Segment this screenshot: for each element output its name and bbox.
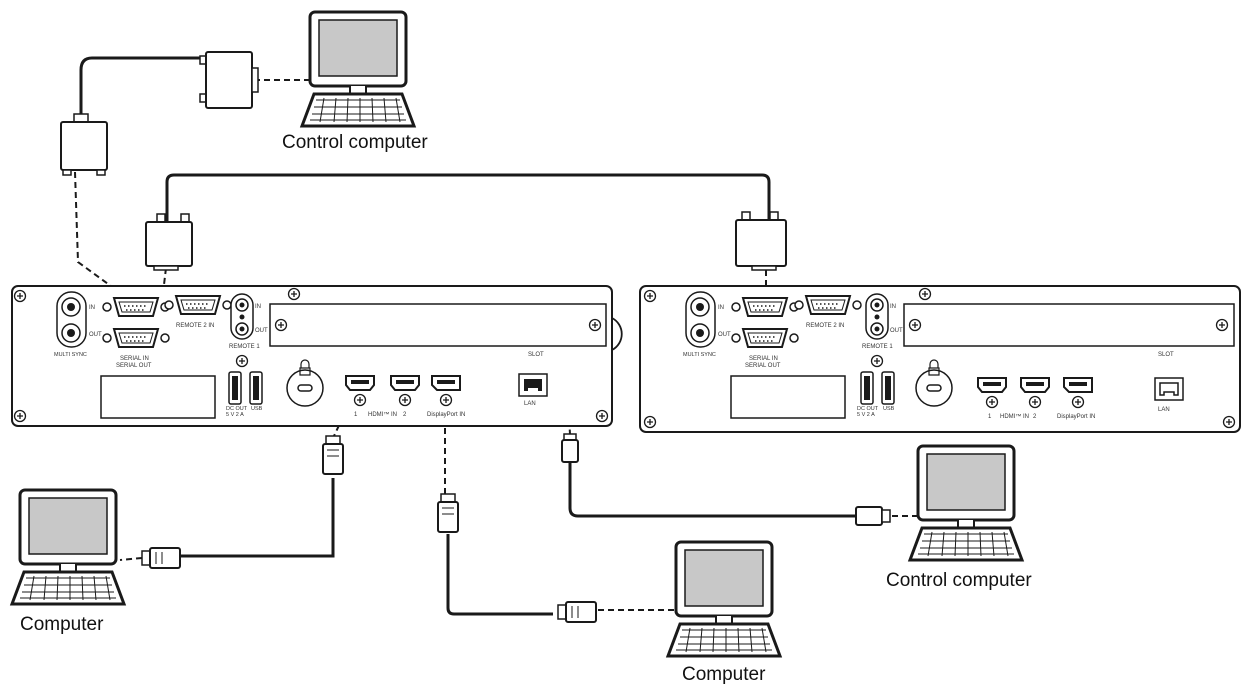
- computer-left-icon: [10, 488, 126, 606]
- slot-label: SLOT: [528, 352, 544, 358]
- ground-screw-icon: [870, 354, 884, 368]
- displayport-in-port-right: [1063, 377, 1093, 393]
- serial-adapter-top: [199, 51, 259, 109]
- control-computer-top-icon: [300, 10, 416, 128]
- computer-bottom-icon: [666, 540, 782, 658]
- screw-icon: [353, 393, 367, 407]
- lock-icon: [928, 359, 940, 376]
- lan-label: LAN: [1158, 407, 1170, 413]
- hdmi-port-2-right: [1020, 377, 1050, 393]
- control-computer-top-label: Control computer: [282, 132, 428, 153]
- dc-out-rating-label: 5 V 2 A: [857, 412, 875, 418]
- projector-panel-left: IN OUT MULTI SYNC SERIAL IN SERIAL OUT R…: [11, 285, 623, 427]
- dc-out-label: DC OUT: [226, 406, 248, 412]
- cable-daisy-chain: [165, 173, 771, 224]
- serial-in-label: SERIAL IN: [120, 356, 149, 362]
- remote1-out-label: OUT: [890, 328, 903, 334]
- dc-out-rating-label: 5 V 2 A: [226, 412, 244, 418]
- computer-left-label: Computer: [20, 614, 104, 635]
- screw-icon: [985, 395, 999, 409]
- corner-screw-icon: [643, 289, 657, 303]
- multi-sync-out-label: OUT: [89, 332, 102, 338]
- remote1-out-label: OUT: [255, 328, 268, 334]
- serial-connector-right-projector: [735, 211, 787, 271]
- hdmi-plug-icon: [141, 547, 181, 569]
- remote1-in-label: IN: [890, 304, 896, 310]
- screw-icon: [1071, 395, 1085, 409]
- ground-screw-icon: [235, 354, 249, 368]
- serial-connector-left-projector: [145, 213, 193, 271]
- hdmi-1-label: 1: [988, 414, 992, 420]
- hdmi-port-1-right: [977, 377, 1007, 393]
- lock-icon: [299, 359, 311, 376]
- hdmi-in-label: HDMI™ IN: [368, 411, 397, 418]
- cable-control-serial: [74, 56, 312, 301]
- displayport-plug-icon: [437, 493, 459, 533]
- corner-screw-icon: [643, 415, 657, 429]
- usb-label: USB: [251, 406, 263, 412]
- hdmi-in-label: HDMI™ IN: [1000, 413, 1029, 420]
- hdmi-2-label: 2: [403, 412, 407, 418]
- multi-sync-label: MULTI SYNC: [683, 352, 716, 358]
- remote2-in-label: REMOTE 2 IN: [806, 323, 844, 329]
- corner-screw-icon: [287, 287, 301, 301]
- serial-out-label: SERIAL OUT: [745, 363, 781, 369]
- displayport-in-port-left: [431, 375, 461, 391]
- remote2-in-label: REMOTE 2 IN: [176, 323, 214, 329]
- remote1-label: REMOTE 1: [862, 344, 893, 350]
- screw-icon: [439, 393, 453, 407]
- slot-screw-icon: [274, 318, 288, 332]
- hdmi-port-1-left: [345, 375, 375, 391]
- cable-displayport: [444, 398, 676, 616]
- hdmi-1-label: 1: [354, 412, 358, 418]
- lan-label: LAN: [524, 401, 536, 407]
- serial-adapter-left: [60, 113, 108, 176]
- multi-sync-out-label: OUT: [718, 332, 731, 338]
- control-computer-right-icon: [908, 444, 1024, 562]
- lan-plug-icon: [561, 433, 579, 463]
- projector-panel-right: IN OUT MULTI SYNC SERIAL IN SERIAL OUT R…: [639, 285, 1241, 433]
- slot-screw-icon: [1215, 318, 1229, 332]
- usb-label: USB: [883, 406, 895, 412]
- displayport-in-label: DisplayPort IN: [427, 412, 465, 418]
- hdmi-plug-icon: [322, 435, 344, 475]
- displayport-in-label: DisplayPort IN: [1057, 414, 1095, 420]
- serial-in-label: SERIAL IN: [749, 356, 778, 362]
- corner-screw-icon: [918, 287, 932, 301]
- remote1-label: REMOTE 1: [229, 344, 260, 350]
- lan-plug-icon: [855, 506, 891, 526]
- corner-screw-icon: [595, 409, 609, 423]
- slot-screw-icon: [908, 318, 922, 332]
- screw-icon: [1028, 395, 1042, 409]
- displayport-plug-icon: [557, 601, 597, 623]
- slot-screw-icon: [588, 318, 602, 332]
- corner-screw-icon: [1222, 415, 1236, 429]
- hdmi-port-2-left: [390, 375, 420, 391]
- serial-out-label: SERIAL OUT: [116, 363, 152, 369]
- multi-sync-in-label: IN: [718, 305, 724, 311]
- dc-out-label: DC OUT: [857, 406, 879, 412]
- multi-sync-label: MULTI SYNC: [54, 352, 87, 358]
- hdmi-2-label: 2: [1033, 414, 1037, 420]
- control-computer-right-label: Control computer: [886, 570, 1032, 591]
- computer-bottom-label: Computer: [682, 664, 766, 685]
- corner-screw-icon: [13, 289, 27, 303]
- screw-icon: [398, 393, 412, 407]
- slot-label: SLOT: [1158, 352, 1174, 358]
- multi-sync-in-label: IN: [89, 305, 95, 311]
- remote1-in-label: IN: [255, 304, 261, 310]
- corner-screw-icon: [13, 409, 27, 423]
